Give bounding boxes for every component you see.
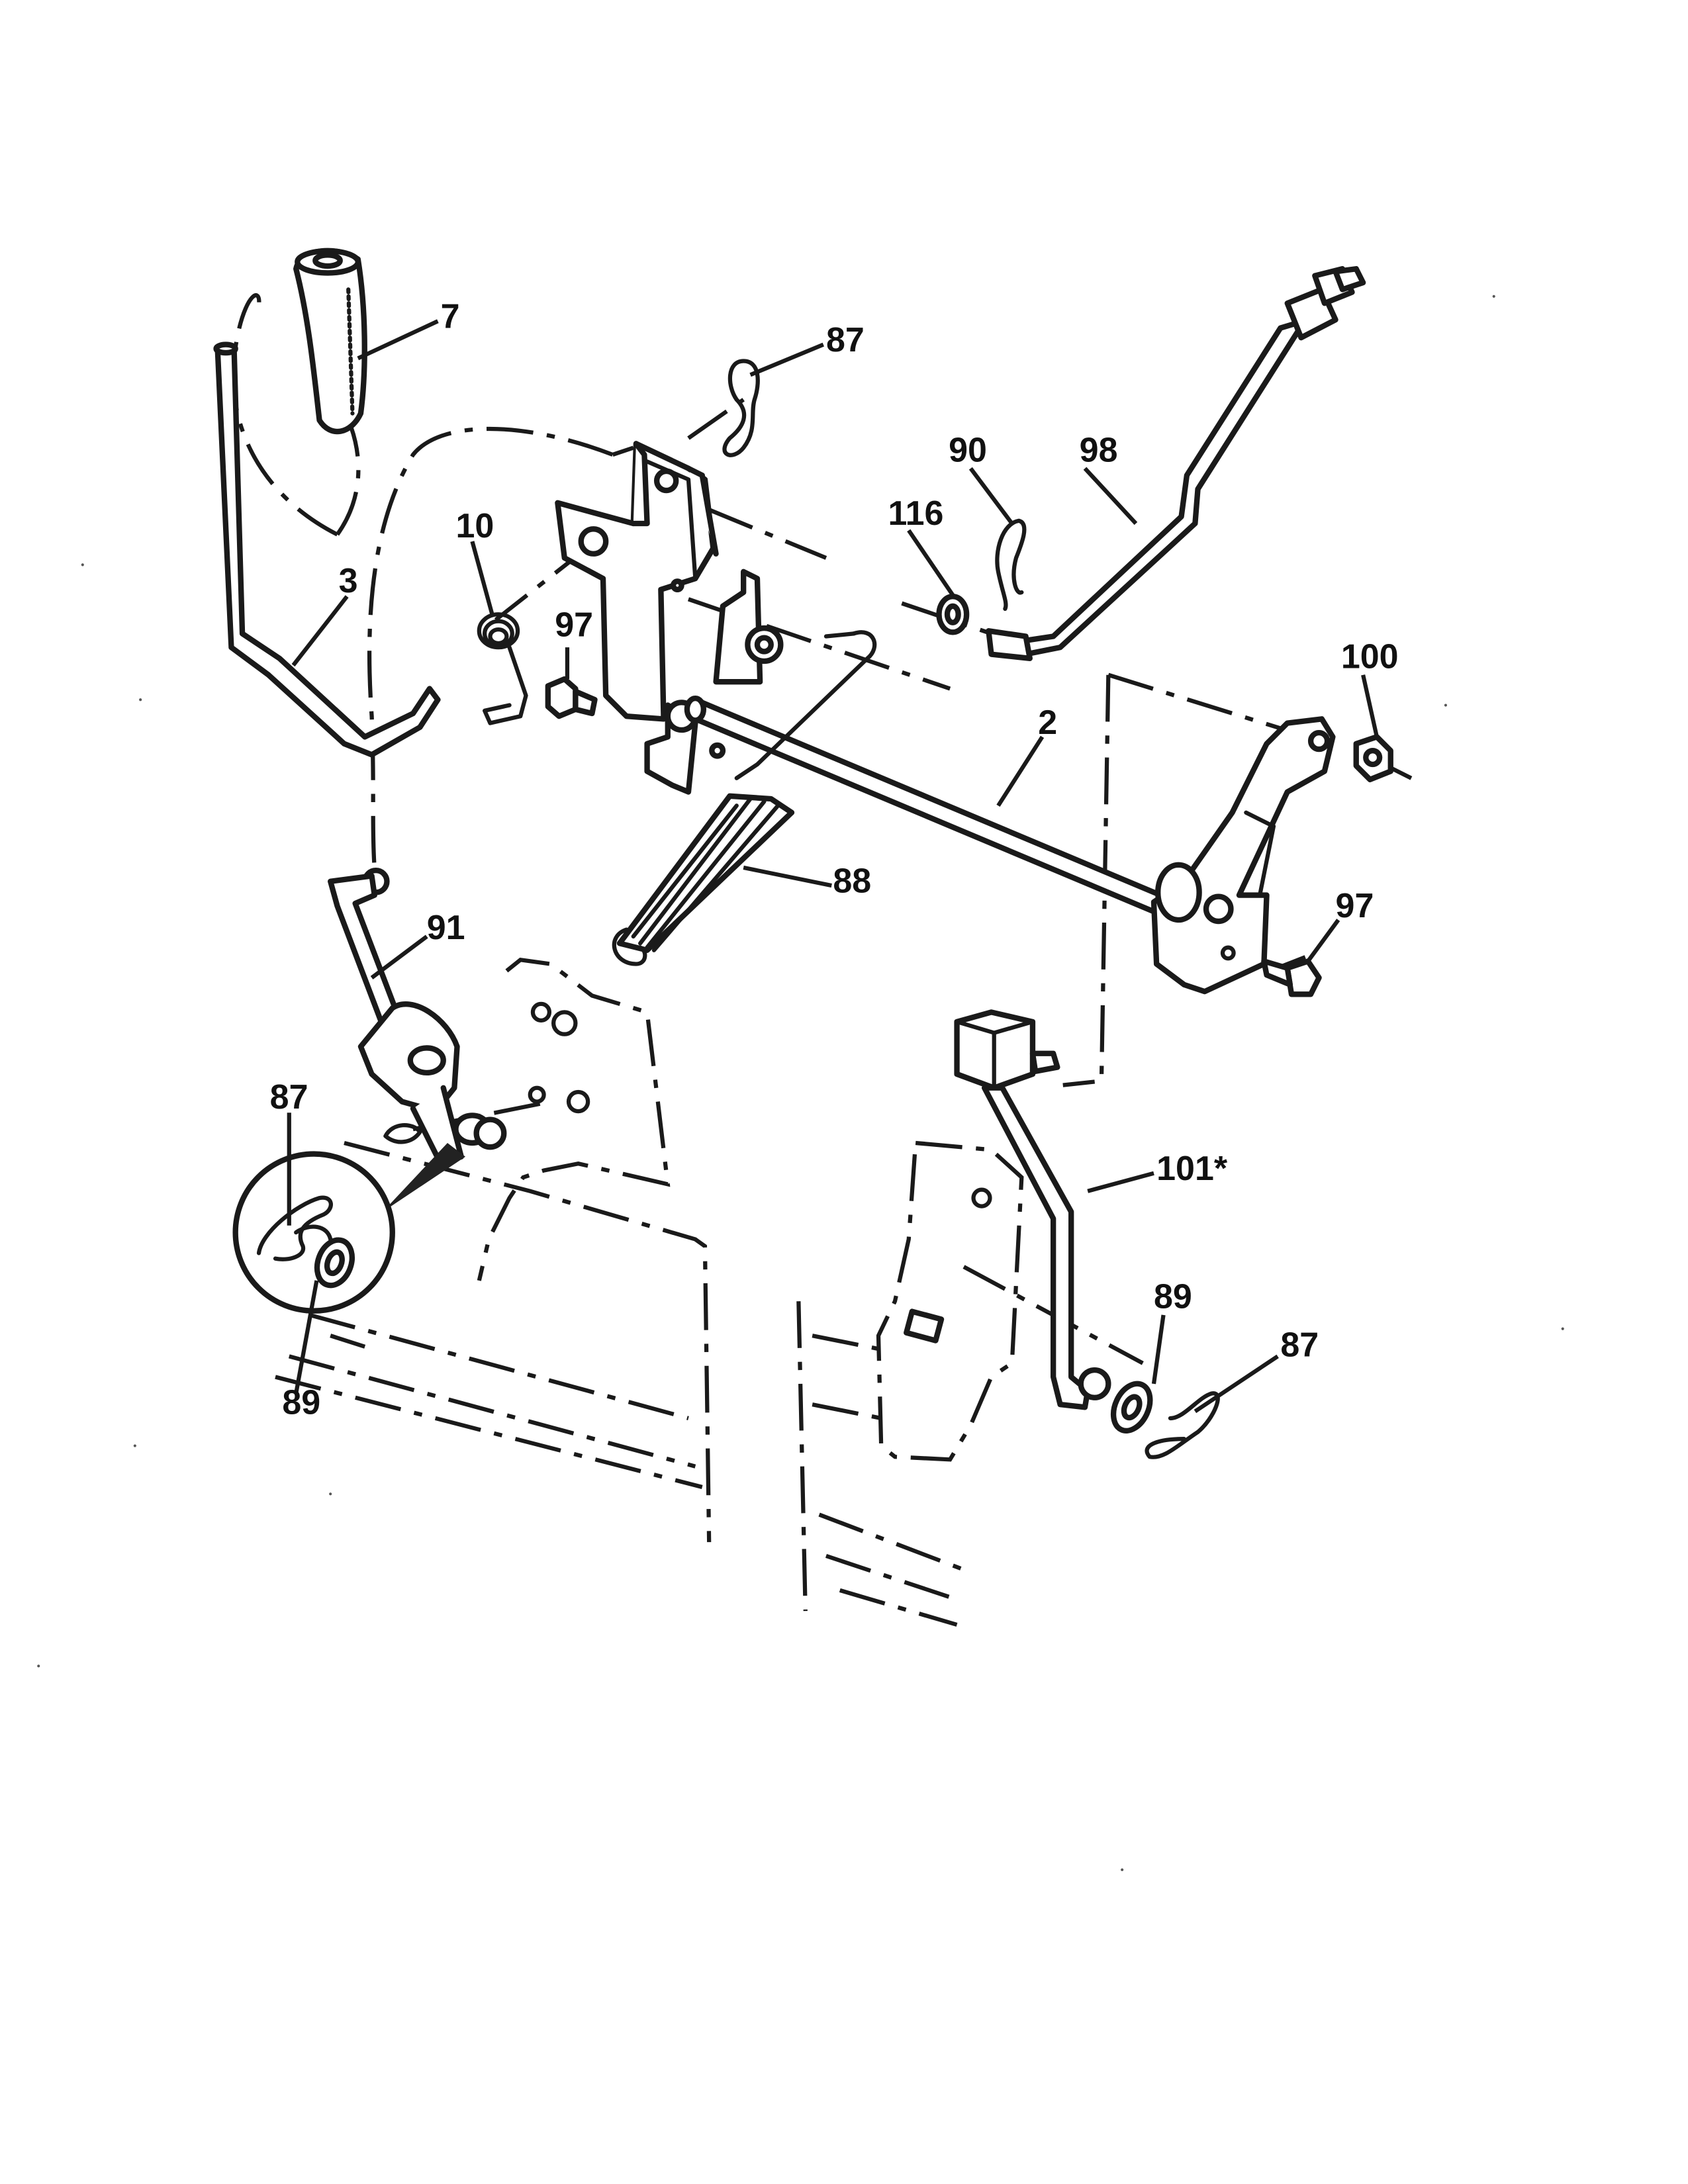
assist-spring bbox=[612, 630, 877, 966]
lift-link bbox=[328, 867, 507, 1212]
scan-specks bbox=[37, 295, 1564, 1872]
callout-116: 116 bbox=[888, 494, 944, 533]
callout-100: 100 bbox=[1341, 637, 1399, 676]
grip bbox=[293, 248, 367, 435]
left-bracket bbox=[477, 958, 671, 1281]
callout-87-top: 87 bbox=[826, 321, 865, 359]
callout-89-right: 89 bbox=[1154, 1278, 1192, 1316]
upper-bracket bbox=[555, 441, 719, 722]
callout-7: 7 bbox=[441, 298, 460, 336]
lift-link-with-block bbox=[954, 1009, 1111, 1410]
adjustment-rod bbox=[986, 266, 1366, 661]
lift-shaft bbox=[684, 695, 1336, 995]
callout-90: 90 bbox=[949, 431, 987, 469]
clip-87-right bbox=[1145, 1391, 1220, 1459]
callout-97-left: 97 bbox=[555, 606, 593, 645]
shoulder-bolt-right bbox=[1261, 958, 1322, 997]
deck-outline bbox=[275, 1140, 965, 1627]
callout-88: 88 bbox=[833, 862, 871, 900]
clip-87-top bbox=[722, 359, 760, 457]
hook-plate bbox=[644, 569, 784, 795]
leader-lines bbox=[287, 319, 1379, 1414]
torsion-spring bbox=[477, 612, 528, 725]
callout-98: 98 bbox=[1080, 431, 1118, 469]
lift-handle bbox=[213, 341, 441, 758]
detail-callout bbox=[232, 1151, 395, 1314]
callout-97-right: 97 bbox=[1336, 887, 1374, 925]
callout-91: 91 bbox=[427, 909, 465, 947]
callout-87-right: 87 bbox=[1280, 1326, 1319, 1364]
shoulder-bolt-left bbox=[545, 676, 598, 719]
clip-90 bbox=[995, 518, 1027, 612]
callout-2: 2 bbox=[1038, 704, 1057, 742]
callout-89-left: 89 bbox=[282, 1384, 320, 1422]
nut-100 bbox=[1353, 734, 1393, 783]
callout-87-left: 87 bbox=[270, 1078, 308, 1116]
washer-116 bbox=[936, 594, 970, 635]
washer-89-right bbox=[1110, 1381, 1153, 1433]
callout-101: 101* bbox=[1156, 1150, 1228, 1188]
callout-3: 3 bbox=[339, 562, 358, 600]
callout-10: 10 bbox=[455, 507, 494, 545]
callout-labels: 7 87 90 98 116 10 3 97 100 2 88 97 91 87… bbox=[270, 298, 1399, 1422]
right-bracket bbox=[876, 1140, 1024, 1462]
